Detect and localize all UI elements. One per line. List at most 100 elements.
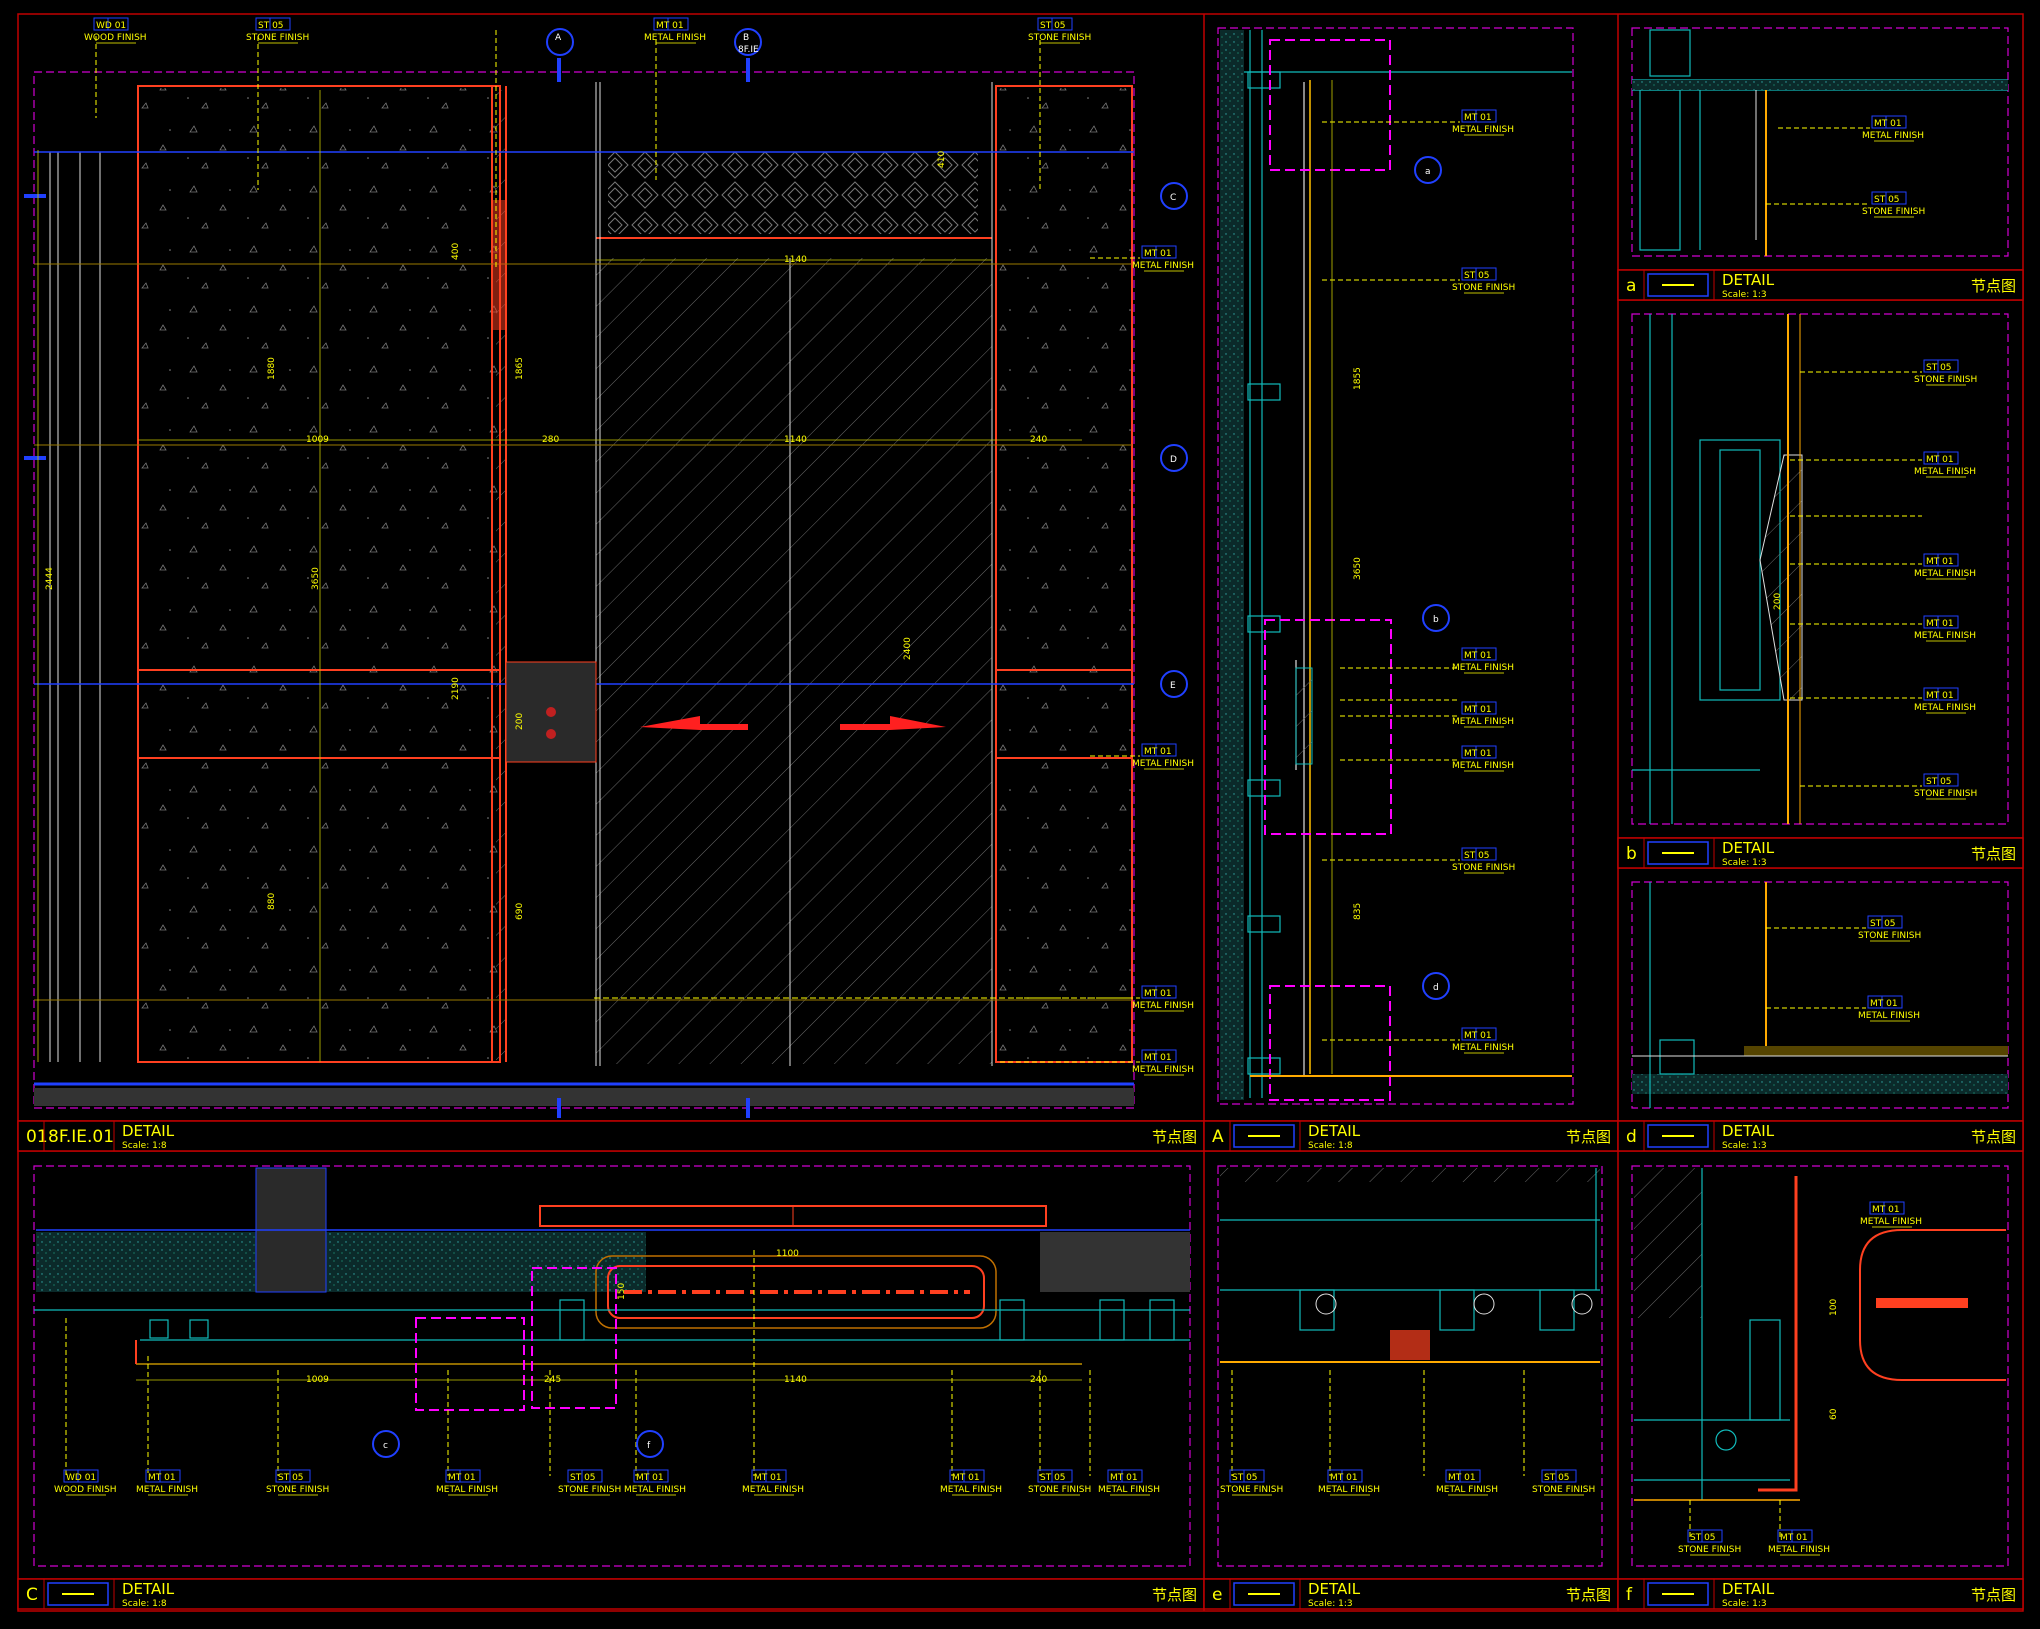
tag-code: ST 05 — [1464, 851, 1490, 861]
tag-code: MT 01 — [1464, 113, 1492, 123]
tag-finish: STONE FINISH — [558, 1485, 621, 1495]
title-bar-cn: 节点图 — [1971, 1128, 2016, 1146]
dim-3650-A: 3650 — [1353, 557, 1363, 580]
tag-code: ST 05 — [570, 1473, 596, 1483]
tag-code: MT 01 — [1144, 249, 1172, 259]
tag-code: MT 01 — [1144, 1053, 1172, 1063]
tag-finish: METAL FINISH — [1132, 261, 1194, 271]
tag-code: MT 01 — [1144, 747, 1172, 757]
dimension-lines — [37, 80, 1333, 1381]
tag-finish: METAL FINISH — [1318, 1485, 1380, 1495]
tag-finish: STONE FINISH — [1858, 931, 1921, 941]
tag-code: ST 05 — [258, 21, 284, 31]
tag-finish: STONE FINISH — [1452, 863, 1515, 873]
tag-code: MT 01 — [1874, 119, 1902, 129]
title-bar-id: d — [1626, 1127, 1637, 1147]
tag-code: MT 01 — [1926, 619, 1954, 629]
title-bar-scale: Scale: 1:3 — [1722, 290, 1767, 300]
tag-code: MT 01 — [1926, 455, 1954, 465]
tag-finish: METAL FINISH — [1436, 1485, 1498, 1495]
tag-finish: METAL FINISH — [644, 33, 706, 43]
tag-finish: METAL FINISH — [1452, 1043, 1514, 1053]
dim-1865: 1865 — [515, 357, 525, 380]
tag-code: MT 01 — [1330, 1473, 1358, 1483]
tag-finish: METAL FINISH — [1862, 131, 1924, 141]
material-tag-mt-2: MT 01 METAL FINISH — [644, 17, 706, 44]
tag-code: ST 05 — [1464, 271, 1490, 281]
tag-code: ST 05 — [1870, 919, 1896, 929]
dim-400: 400 — [451, 243, 461, 260]
tag-code: MT 01 — [1464, 749, 1492, 759]
material-tag-mt-5: MT 01 METAL FINISH — [1132, 743, 1194, 770]
title-bar-scale: Scale: 1:3 — [1308, 1599, 1353, 1609]
tag-finish: STONE FINISH — [1028, 1485, 1091, 1495]
marker-C: C — [1170, 193, 1176, 203]
dim-690: 690 — [515, 903, 525, 920]
tag-code: MT 01 — [952, 1473, 980, 1483]
material-tag-mt-4: MT 01 METAL FINISH — [1132, 245, 1194, 272]
title-bar-title: DETAIL — [1722, 271, 1775, 289]
tag-code: MT 01 — [656, 21, 684, 31]
panel-a-detail — [1631, 27, 2009, 257]
marker-a: a — [1425, 167, 1431, 177]
tag-finish: METAL FINISH — [1452, 663, 1514, 673]
tag-finish: METAL FINISH — [1860, 1217, 1922, 1227]
tag-code: MT 01 — [1110, 1473, 1138, 1483]
dim-1009-C: 1009 — [306, 1375, 329, 1385]
tag-code: MT 01 — [448, 1473, 476, 1483]
title-bar-cn: 节点图 — [1971, 277, 2016, 295]
leader-lines — [65, 30, 1922, 1540]
material-tag-mt-36: MT 01 METAL FINISH — [1318, 1469, 1380, 1496]
title-bar-scale: Scale: 1:3 — [1722, 1599, 1767, 1609]
tag-finish: METAL FINISH — [940, 1485, 1002, 1495]
tag-code: MT 01 — [1780, 1533, 1808, 1543]
tag-finish: METAL FINISH — [1914, 569, 1976, 579]
tag-finish: METAL FINISH — [1914, 467, 1976, 477]
title-bar-title: DETAIL — [1722, 1580, 1775, 1598]
title-bar-scale: Scale: 1:8 — [122, 1599, 167, 1609]
dim-60-f: 60 — [1829, 1408, 1839, 1420]
tag-finish: STONE FINISH — [1028, 33, 1091, 43]
dim-2190: 2190 — [451, 677, 461, 700]
title-bar-sheet: 8F.IE.01 — [48, 1127, 114, 1147]
marker-A: A — [555, 33, 562, 43]
dim-280: 280 — [542, 435, 559, 445]
dim-1140-a: 1140 — [784, 435, 807, 445]
tag-finish: METAL FINISH — [1132, 759, 1194, 769]
marker-f: f — [647, 1441, 651, 1451]
dim-200-b: 200 — [1773, 593, 1783, 610]
dim-410: 410 — [937, 151, 947, 168]
tag-finish: STONE FINISH — [1914, 375, 1977, 385]
tag-finish: METAL FINISH — [436, 1485, 498, 1495]
material-tag-mt-32: MT 01 METAL FINISH — [940, 1469, 1002, 1496]
tag-code: MT 01 — [1926, 557, 1954, 567]
dim-150: 150 — [617, 1283, 627, 1300]
tag-code: ST 05 — [1874, 195, 1900, 205]
title-bar-scale: Scale: 1:3 — [1722, 1141, 1767, 1151]
dim-3650: 3650 — [311, 567, 321, 590]
marker-b: b — [1433, 615, 1439, 625]
tag-code: MT 01 — [636, 1473, 664, 1483]
material-tag-st-23: ST 05 STONE FINISH — [1858, 915, 1921, 942]
tag-code: MT 01 — [1870, 999, 1898, 1009]
dim-1100: 1100 — [776, 1249, 799, 1259]
title-bar-title: DETAIL — [1722, 1122, 1775, 1140]
